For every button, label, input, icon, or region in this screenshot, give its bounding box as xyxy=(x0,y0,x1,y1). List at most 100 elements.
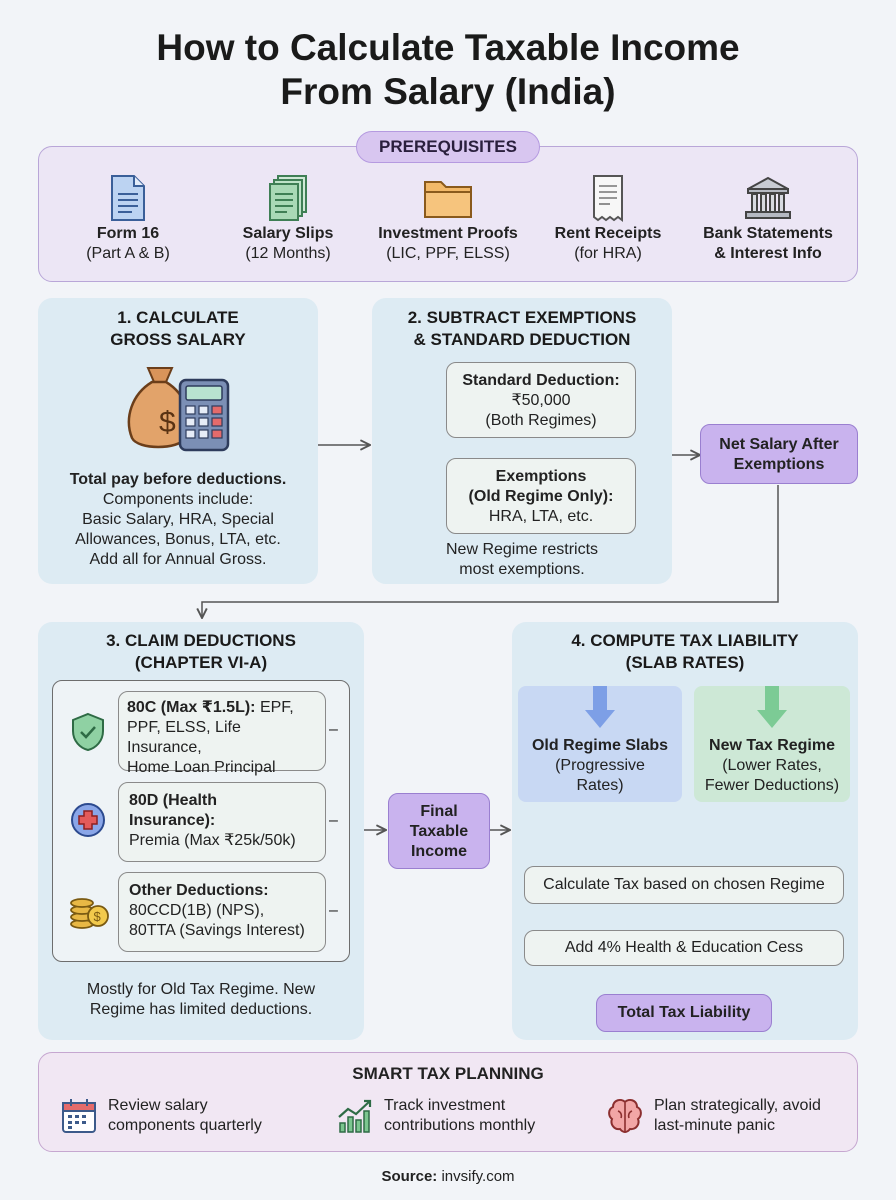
money-bag-calculator-icon: $ xyxy=(122,360,234,461)
std-deduction-note: (Both Regimes) xyxy=(485,412,597,429)
step4-title-line-1: 4. COMPUTE TAX LIABILITY xyxy=(571,631,799,650)
title-line-2: From Salary (India) xyxy=(280,71,616,112)
deduction-80c-line-3: Home Loan Principal xyxy=(127,759,276,776)
tip-line-1: Plan strategically, avoid xyxy=(654,1097,821,1114)
minus-sign: – xyxy=(329,721,338,738)
final-taxable-line-2: Taxable xyxy=(409,823,469,840)
step2-title: 2. SUBTRACT EXEMPTIONS & STANDARD DEDUCT… xyxy=(372,307,672,351)
step3-title: 3. CLAIM DEDUCTIONS (CHAPTER VI-A) xyxy=(38,630,364,674)
standard-deduction-box: Standard Deduction: ₹50,000 (Both Regime… xyxy=(446,362,636,438)
step2-title-line-2: & STANDARD DEDUCTION xyxy=(413,330,631,349)
step1-body-line: Allowances, Bonus, LTA, etc. xyxy=(75,531,281,548)
smart-tax-planning-panel xyxy=(38,1052,858,1152)
page-title: How to Calculate Taxable Income From Sal… xyxy=(0,26,896,114)
medical-cross-icon xyxy=(70,802,106,843)
folder-icon xyxy=(368,172,528,224)
deduction-80c-epf: EPF, xyxy=(255,699,294,716)
other-deductions-nps: 80CCD(1B) (NPS), xyxy=(129,902,265,919)
step1-body-line: Basic Salary, HRA, Special xyxy=(82,511,274,528)
calculate-tax-box: Calculate Tax based on chosen Regime xyxy=(524,866,844,904)
prereq-salary-slips: Salary Slips (12 Months) xyxy=(208,172,368,264)
exemptions-title-line-1: Exemptions xyxy=(495,468,587,485)
step1-body-line: Components include: xyxy=(102,491,254,508)
net-salary-line-2: Exemptions xyxy=(733,456,825,473)
prerequisites-label: PREREQUISITES xyxy=(356,131,540,163)
step1-lead: Total pay before deductions. xyxy=(69,471,287,488)
deduction-80d-line-3: Premia (Max ₹25k/50k) xyxy=(129,832,296,849)
bank-icon xyxy=(688,172,848,224)
title-line-1: How to Calculate Taxable Income xyxy=(156,27,740,68)
shield-check-icon xyxy=(70,712,106,757)
deduction-80d-line-1: 80D (Health xyxy=(129,792,218,809)
health-education-cess-box: Add 4% Health & Education Cess xyxy=(524,930,844,966)
source-label: Source: xyxy=(381,1168,438,1185)
tip-line-1: Review salary xyxy=(108,1097,208,1114)
step2-title-line-1: 2. SUBTRACT EXEMPTIONS xyxy=(407,308,637,327)
tip-track-investments: Track investment contributions monthly xyxy=(336,1096,535,1136)
down-arrow-icon xyxy=(757,686,787,728)
tip-line-1: Track investment xyxy=(384,1097,506,1114)
prereq-name: Form 16 xyxy=(96,225,160,242)
minus-sign: – xyxy=(329,902,338,919)
step3-title-line-2: (CHAPTER VI-A) xyxy=(134,653,268,672)
prereq-name: Salary Slips xyxy=(242,225,334,242)
deduction-80c-line-2: PPF, ELSS, Life Insurance, xyxy=(127,719,241,756)
new-regime-line-2: (Lower Rates, xyxy=(722,757,822,774)
step3-note-line-2: Regime has limited deductions. xyxy=(89,1001,313,1018)
old-regime-slabs-box: Old Regime Slabs (Progressive Rates) xyxy=(518,686,682,802)
tips-title: SMART TAX PLANNING xyxy=(352,1064,544,1083)
step2-note: New Regime restricts most exemptions. xyxy=(372,540,672,580)
deduction-80c-box: 80C (Max ₹1.5L): EPF, PPF, ELSS, Life In… xyxy=(118,691,326,776)
prereq-detail: (for HRA) xyxy=(574,245,642,262)
step1-description: Total pay before deductions. Components … xyxy=(38,470,318,570)
step4-title-line-2: (SLAB RATES) xyxy=(625,653,745,672)
step1-title: 1. CALCULATE GROSS SALARY xyxy=(38,307,318,351)
prereq-detail: (Part A & B) xyxy=(86,245,170,262)
minus-sign: – xyxy=(329,812,338,829)
down-arrow-icon xyxy=(585,686,615,728)
prereq-bank-statements: Bank Statements & Interest Info xyxy=(688,172,848,264)
old-regime-title: Old Regime Slabs xyxy=(531,737,669,754)
exemptions-title-line-2: (Old Regime Only): xyxy=(468,488,614,505)
step3-note-line-1: Mostly for Old Tax Regime. New xyxy=(86,981,316,998)
total-tax-liability-box: Total Tax Liability xyxy=(596,994,772,1032)
step2-exemptions-panel xyxy=(372,298,672,584)
final-taxable-line-3: Income xyxy=(410,843,467,860)
step3-note: Mostly for Old Tax Regime. New Regime ha… xyxy=(38,980,364,1020)
net-salary-box: Net Salary After Exemptions xyxy=(700,424,858,484)
std-deduction-title: Standard Deduction: xyxy=(462,372,620,389)
std-deduction-amount: ₹50,000 xyxy=(511,392,571,409)
prereq-detail: (LIC, PPF, ELSS) xyxy=(386,245,510,262)
new-regime-title: New Tax Regime xyxy=(709,737,835,754)
svg-text:$: $ xyxy=(94,909,102,924)
prereq-name: Investment Proofs xyxy=(378,225,518,242)
prereq-detail: (12 Months) xyxy=(245,245,331,262)
other-deductions-80tta: 80TTA (Savings Interest) xyxy=(129,922,305,939)
brain-icon xyxy=(608,1098,642,1134)
document-icon xyxy=(48,172,208,224)
step2-note-line-2: most exemptions. xyxy=(459,561,585,578)
step1-body-line: Add all for Annual Gross. xyxy=(89,551,267,568)
step4-tax-liability-panel xyxy=(512,622,858,1040)
step2-note-line-1: New Regime restricts xyxy=(445,541,599,558)
prereq-name: Bank Statements xyxy=(703,225,833,242)
prereq-detail: & Interest Info xyxy=(714,245,822,262)
source-link[interactable]: invsify.com xyxy=(441,1168,515,1185)
tip-line-2: contributions monthly xyxy=(384,1117,536,1134)
receipt-icon xyxy=(528,172,688,224)
prereq-name: Rent Receipts xyxy=(554,225,662,242)
step3-title-line-1: 3. CLAIM DEDUCTIONS xyxy=(106,631,296,650)
step4-title: 4. COMPUTE TAX LIABILITY (SLAB RATES) xyxy=(512,630,858,674)
final-taxable-income-box: Final Taxable Income xyxy=(388,793,490,869)
svg-text:$: $ xyxy=(159,406,176,439)
prereq-form16: Form 16 (Part A & B) xyxy=(48,172,208,264)
exemptions-box: Exemptions (Old Regime Only): HRA, LTA, … xyxy=(446,458,636,534)
other-deductions-box: Other Deductions: 80CCD(1B) (NPS), 80TTA… xyxy=(118,872,326,952)
deduction-80d-box: 80D (Health Insurance): Premia (Max ₹25k… xyxy=(118,782,326,862)
exemptions-detail: HRA, LTA, etc. xyxy=(488,508,594,525)
calendar-icon xyxy=(62,1099,96,1133)
old-regime-line-2: (Progressive xyxy=(555,757,645,774)
final-taxable-line-1: Final xyxy=(420,803,458,820)
deduction-80d-line-2: Insurance): xyxy=(129,812,216,829)
source-credit: Source: invsify.com xyxy=(0,1168,896,1185)
